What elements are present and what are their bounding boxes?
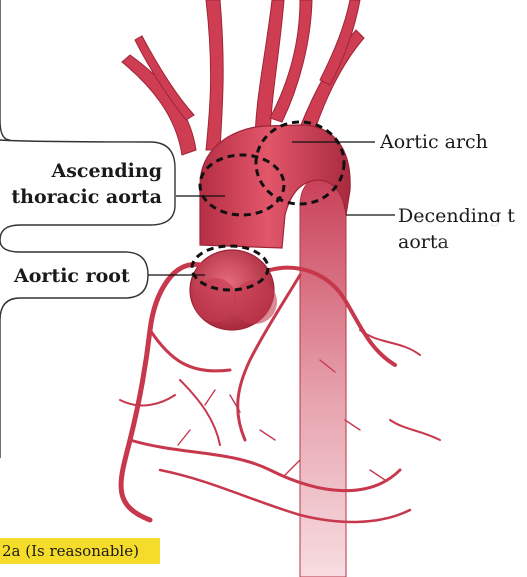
label-ascending-2: thoracic aorta bbox=[11, 186, 162, 208]
label-aortic-root: Aortic root bbox=[13, 265, 130, 287]
label-frame-top bbox=[0, 0, 10, 140]
label-ascending-1: Ascending bbox=[50, 160, 162, 182]
aortic-root-bulb bbox=[190, 250, 277, 330]
label-descending-1: Decending t bbox=[398, 205, 515, 227]
recommendation-badge: 2a (Is reasonable) bbox=[0, 538, 160, 564]
label-aortic-arch: Aortic arch bbox=[379, 131, 488, 153]
coronary-vessels bbox=[120, 264, 440, 522]
label-descending-2: aorta bbox=[398, 231, 449, 253]
